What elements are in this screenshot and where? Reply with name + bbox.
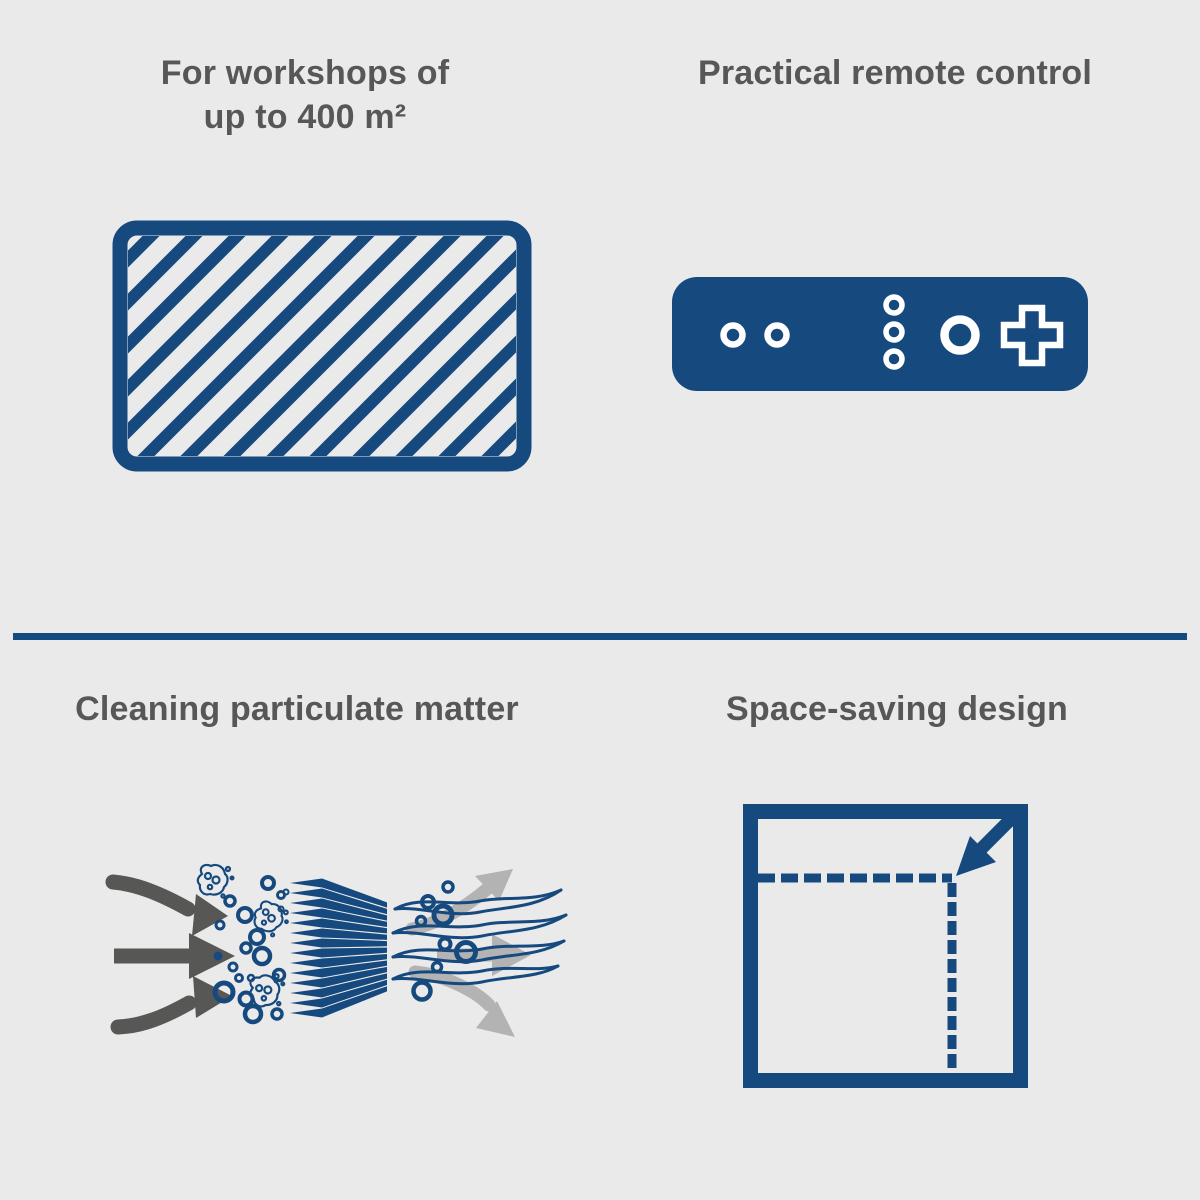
outflow-arrows xyxy=(405,869,531,1037)
footprint-dashed-lines xyxy=(758,873,957,1073)
feature-title-workshop-area: For workshops of up to 400 m² xyxy=(30,52,580,139)
feature-title-particulate-cleaning: Cleaning particulate matter xyxy=(75,690,519,728)
hatch-stripes xyxy=(128,236,516,456)
corner-arrow-icon xyxy=(956,812,1018,876)
area-border xyxy=(112,220,532,472)
filter-pleats xyxy=(290,878,387,1018)
button-small-1 xyxy=(720,322,746,348)
button-power xyxy=(940,315,980,355)
title-line-1: For workshops of xyxy=(160,54,450,92)
button-stack-middle xyxy=(883,321,905,343)
air-filter-icon xyxy=(105,863,568,1037)
remote-buttons xyxy=(720,294,1064,370)
intake-arrows xyxy=(105,874,235,1035)
feature-title-remote-control: Practical remote control xyxy=(697,54,1093,92)
dust-particles xyxy=(196,863,294,1025)
room-outline xyxy=(743,804,1028,1088)
space-saving-icon xyxy=(743,804,1028,1088)
feature-title-space-saving: Space-saving design xyxy=(725,690,1069,728)
button-stack-bottom xyxy=(883,348,905,370)
clean-air-particles xyxy=(411,880,478,1002)
button-small-2 xyxy=(764,322,790,348)
button-stack-top xyxy=(883,294,905,316)
workshop-area-icon xyxy=(112,220,532,472)
section-divider xyxy=(13,633,1187,640)
remote-control-icon xyxy=(672,277,1088,391)
plus-button-icon xyxy=(1000,304,1064,367)
remote-body xyxy=(672,277,1088,391)
title-line-2: up to 400 m² xyxy=(203,97,407,136)
